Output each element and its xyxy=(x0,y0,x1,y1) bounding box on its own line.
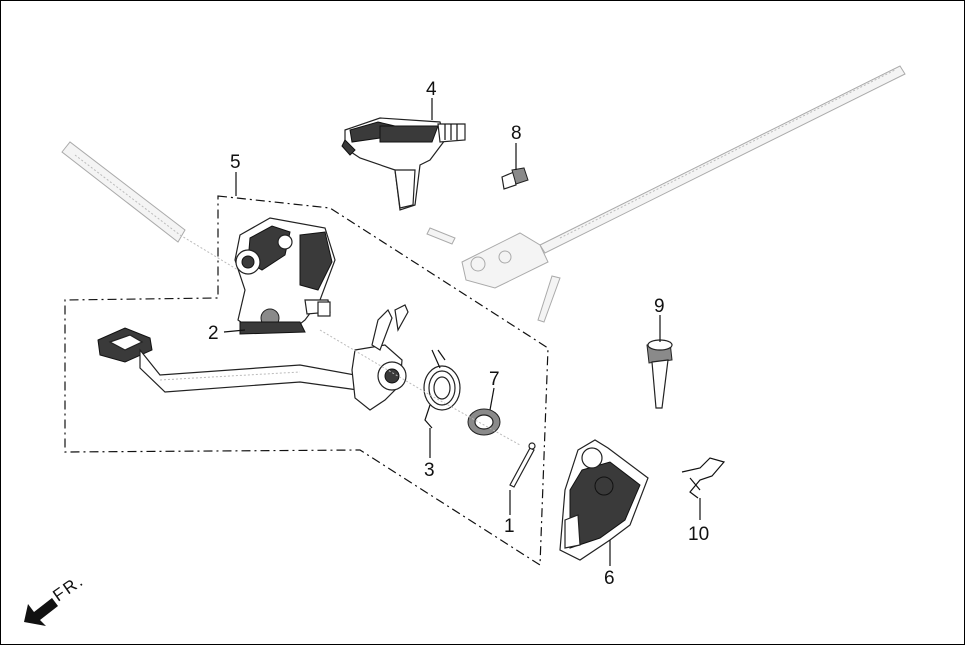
part-1-cotter-pin xyxy=(509,442,536,488)
part-2-pedal-bracket xyxy=(234,217,336,335)
part-10-clip xyxy=(681,457,726,499)
callout-7: 7 xyxy=(489,369,500,390)
callout-5: 5 xyxy=(230,152,241,173)
callout-1: 1 xyxy=(504,516,515,537)
part-3-return-spring xyxy=(423,349,461,429)
assembly-axis-line xyxy=(319,329,521,446)
callout-8: 8 xyxy=(511,123,522,144)
part-6-guard-bracket xyxy=(559,439,649,561)
front-direction-arrow-icon xyxy=(24,598,58,626)
part-9-long-bolt xyxy=(646,339,673,409)
callout-4: 4 xyxy=(426,79,437,100)
part-4-switch-cover xyxy=(341,117,466,211)
callout-10: 10 xyxy=(688,524,709,545)
leader-7 xyxy=(489,387,495,411)
part-7-washer xyxy=(467,408,501,436)
callout-3: 3 xyxy=(424,460,435,481)
leader-2 xyxy=(223,329,246,333)
front-direction-label: FR. xyxy=(49,571,87,606)
callout-2: 2 xyxy=(208,323,219,344)
part-8-small-bolt xyxy=(501,167,529,190)
callout-9: 9 xyxy=(654,296,665,317)
callout-6: 6 xyxy=(604,568,615,589)
assembly-outline-5 xyxy=(64,195,549,567)
ghost-brake-rod xyxy=(426,65,906,323)
pedal-lever xyxy=(97,304,409,411)
ghost-pivot-shaft xyxy=(61,141,239,271)
